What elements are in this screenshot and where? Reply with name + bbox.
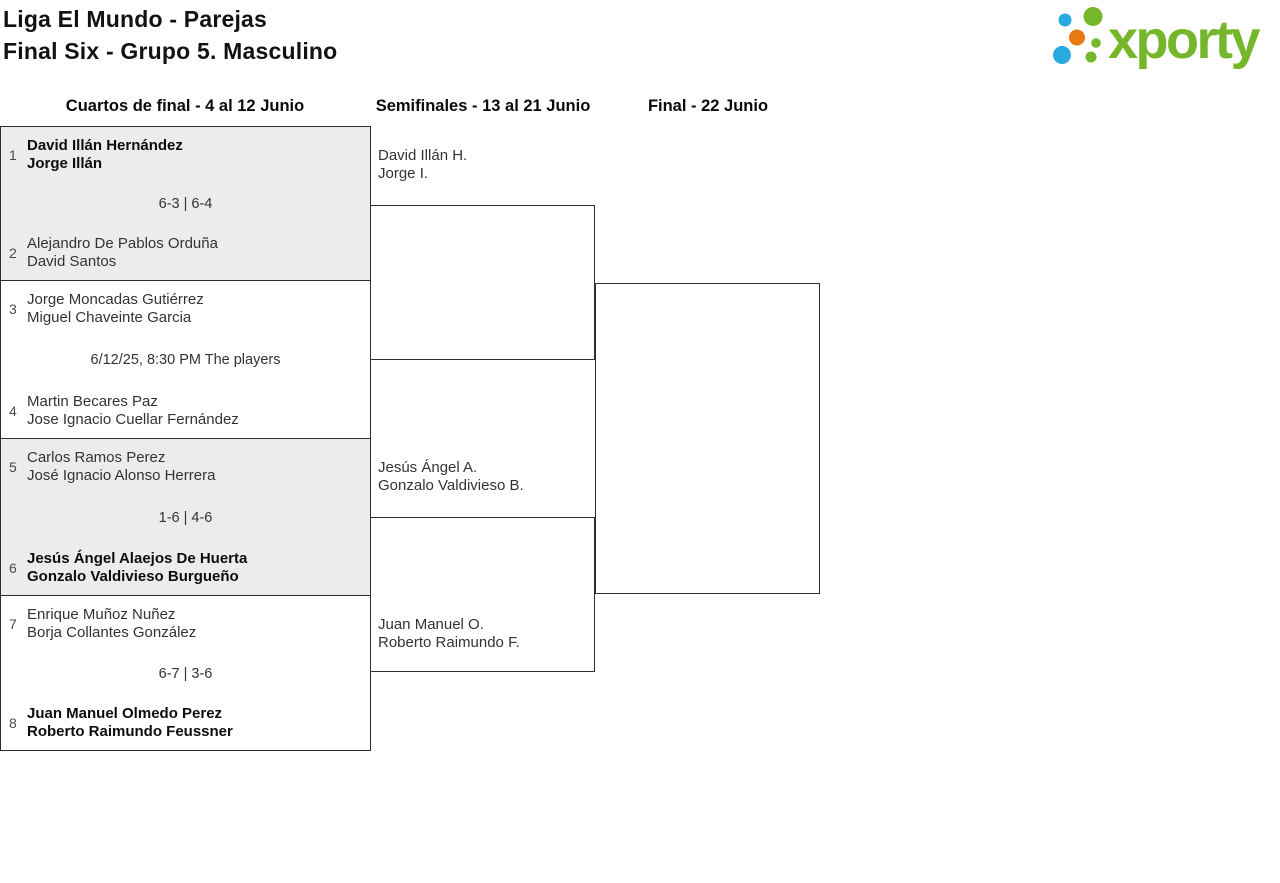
team-row-seed2: 2 Alejandro De Pablos Orduña David Santo…	[1, 235, 370, 271]
bracket-connector-final	[595, 283, 820, 594]
player-name: Gonzalo Valdivieso B.	[378, 477, 524, 494]
team-row-seed1: 1 David Illán Hernández Jorge Illán	[1, 137, 370, 173]
player-name: Jorge Moncadas Gutiérrez	[27, 291, 204, 308]
team-row-seed7: 7 Enrique Muñoz Nuñez Borja Collantes Go…	[1, 606, 370, 642]
player-name: Jesús Ángel A.	[378, 459, 478, 476]
match-block-qf4: 7 Enrique Muñoz Nuñez Borja Collantes Go…	[0, 595, 371, 751]
player-name: Alejandro De Pablos Orduña	[27, 235, 218, 252]
player-name: David Santos	[27, 253, 117, 270]
player-name: José Ignacio Alonso Herrera	[27, 467, 216, 484]
player-name: David Illán H.	[378, 147, 468, 164]
player-name: Carlos Ramos Perez	[27, 449, 166, 466]
team-names: Carlos Ramos Perez José Ignacio Alonso H…	[27, 449, 215, 485]
round-header-semifinals: Semifinales - 13 al 21 Junio	[375, 97, 591, 115]
logo-dots-icon	[1053, 7, 1103, 64]
player-name: Roberto Raimundo Feussner	[27, 723, 233, 740]
semifinal1-team-a: David Illán H. Jorge I.	[378, 147, 467, 183]
player-name: Jesús Ángel Alaejos De Huerta	[27, 550, 248, 567]
player-name: Roberto Raimundo F.	[378, 634, 520, 651]
match-block-qf1: 1 David Illán Hernández Jorge Illán 6-3 …	[0, 126, 371, 281]
xporty-logo[interactable]: xporty	[1046, 2, 1276, 76]
team-names: David Illán Hernández Jorge Illán	[27, 137, 183, 173]
seed-number: 6	[9, 560, 17, 576]
seed-number: 3	[9, 301, 17, 317]
seed-number: 5	[9, 459, 17, 475]
semifinal2-team-b: Juan Manuel O. Roberto Raimundo F.	[378, 616, 520, 652]
team-row-seed3: 3 Jorge Moncadas Gutiérrez Miguel Chavei…	[1, 291, 370, 327]
match-score: 1-6 | 4-6	[158, 509, 213, 526]
team-row-seed8: 8 Juan Manuel Olmedo Perez Roberto Raimu…	[1, 705, 370, 741]
team-names: Jesús Ángel Alaejos De Huerta Gonzalo Va…	[27, 550, 247, 586]
seed-number: 4	[9, 403, 17, 419]
team-names: Enrique Muñoz Nuñez Borja Collantes Gonz…	[27, 606, 196, 642]
player-name: Jorge I.	[378, 165, 429, 182]
player-name: David Illán Hernández	[27, 137, 183, 154]
round-header-quarterfinals: Cuartos de final - 4 al 12 Junio	[65, 97, 305, 115]
semifinal2-team-a: Jesús Ángel A. Gonzalo Valdivieso B.	[378, 459, 524, 495]
page-title-line2: Final Six - Grupo 5. Masculino	[3, 38, 338, 64]
seed-number: 7	[9, 616, 17, 632]
player-name: Jorge Illán	[27, 155, 103, 172]
match-schedule: 6/12/25, 8:30 PM The players	[90, 352, 281, 368]
team-row-seed6: 6 Jesús Ángel Alaejos De Huerta Gonzalo …	[1, 550, 370, 586]
player-name: Juan Manuel Olmedo Perez	[27, 705, 223, 722]
player-name: Borja Collantes González	[27, 624, 197, 641]
match-score: 6-3 | 6-4	[158, 196, 213, 212]
player-name: Miguel Chaveinte Garcia	[27, 309, 192, 326]
match-block-qf3: 5 Carlos Ramos Perez José Ignacio Alonso…	[0, 438, 371, 596]
team-names: Juan Manuel Olmedo Perez Roberto Raimund…	[27, 705, 233, 741]
bracket-connector-semifinal-1	[370, 205, 595, 360]
player-name: Enrique Muñoz Nuñez	[27, 606, 176, 623]
match-block-qf2: 3 Jorge Moncadas Gutiérrez Miguel Chavei…	[0, 280, 371, 439]
bracket-connector-semifinal-2	[370, 517, 595, 672]
player-name: Martin Becares Paz	[27, 393, 158, 410]
player-name: Jose Ignacio Cuellar Fernández	[27, 411, 239, 428]
team-names: Alejandro De Pablos Orduña David Santos	[27, 235, 218, 271]
match-score: 6-7 | 3-6	[158, 665, 213, 682]
page-title-line1: Liga El Mundo - Parejas	[3, 6, 268, 32]
seed-number: 8	[9, 715, 17, 731]
logo-wordmark: xporty	[1108, 10, 1261, 70]
team-row-seed4: 4 Martin Becares Paz Jose Ignacio Cuella…	[1, 393, 370, 429]
seed-number: 2	[9, 245, 17, 261]
player-name: Juan Manuel O.	[378, 616, 484, 633]
round-header-final: Final - 22 Junio	[647, 97, 769, 115]
team-names: Jorge Moncadas Gutiérrez Miguel Chaveint…	[27, 291, 204, 327]
team-row-seed5: 5 Carlos Ramos Perez José Ignacio Alonso…	[1, 449, 370, 485]
team-names: Martin Becares Paz Jose Ignacio Cuellar …	[27, 393, 239, 429]
seed-number: 1	[9, 147, 17, 163]
player-name: Gonzalo Valdivieso Burgueño	[27, 568, 239, 585]
page-title: Liga El Mundo - Parejas Final Six - Grup…	[3, 3, 337, 67]
